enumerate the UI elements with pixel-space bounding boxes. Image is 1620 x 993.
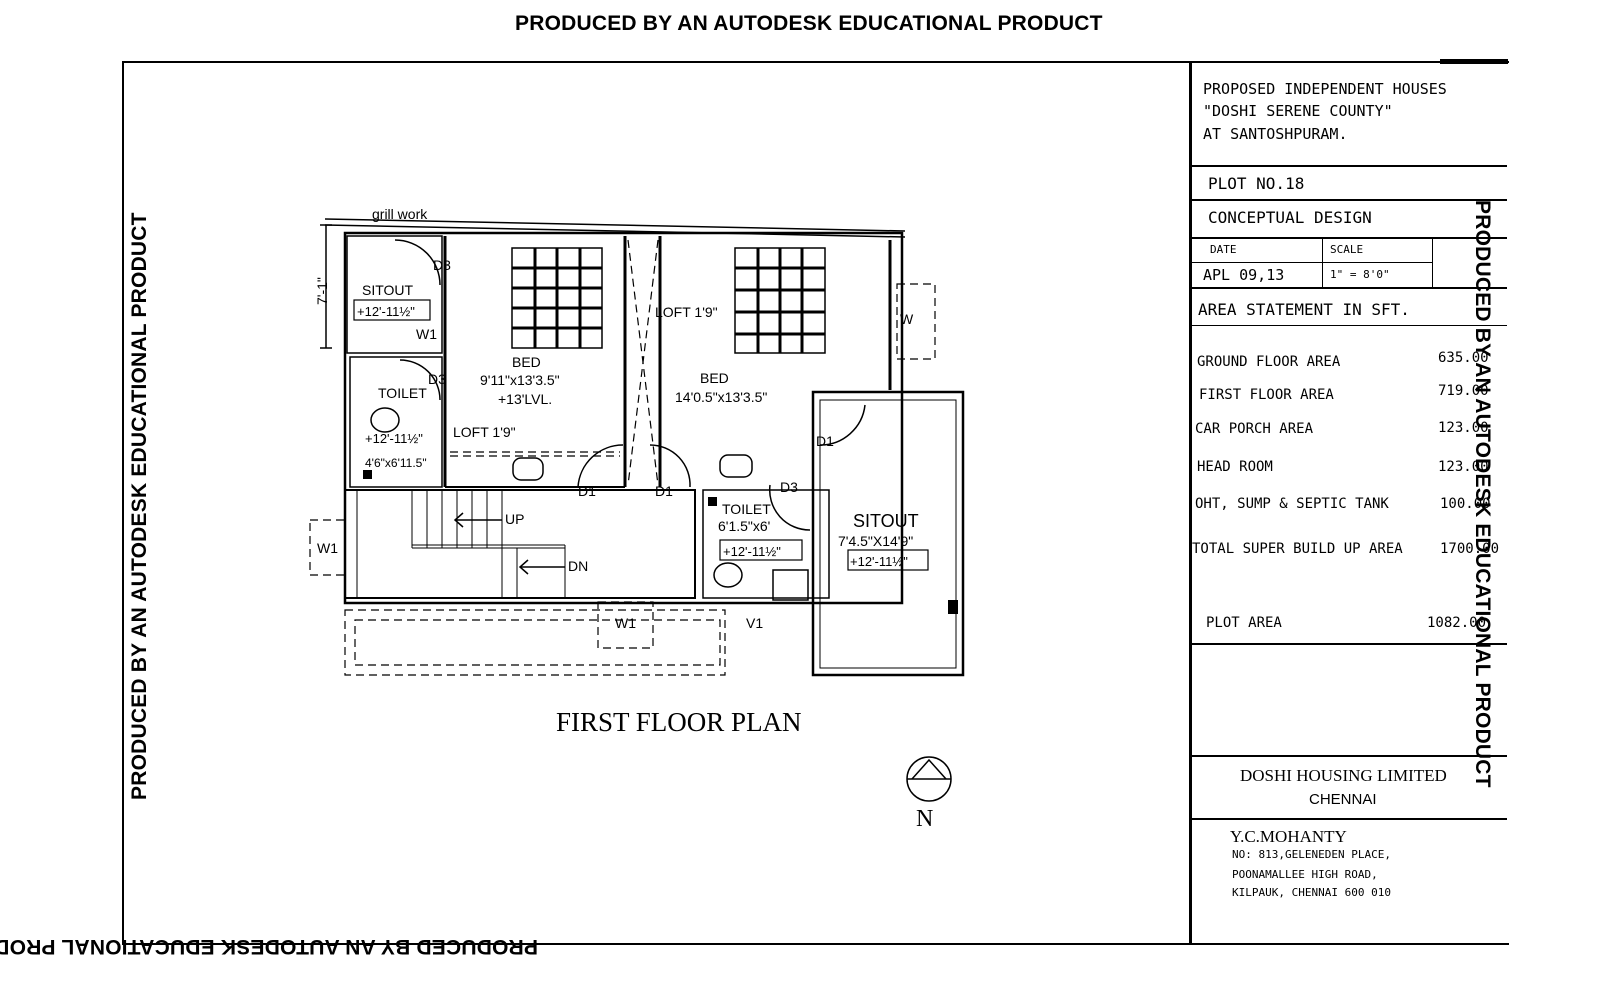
title-block-top-bar [1440, 59, 1508, 64]
label-v1: V1 [746, 615, 763, 631]
label-dimension: 7'-1" [314, 277, 330, 305]
label-w1-b: W1 [317, 540, 338, 556]
label-bed-1-level: +13'LVL. [498, 391, 552, 407]
area-label: HEAD ROOM [1197, 459, 1273, 475]
area-label: TOTAL SUPER BUILD UP AREA [1192, 541, 1403, 557]
area-label: PLOT AREA [1206, 615, 1282, 631]
label-d3-a: D3 [433, 257, 451, 273]
project-line-3: AT SANTOSHPURAM. [1203, 125, 1348, 143]
address-line-1: NO: 813,GELENEDEN PLACE, [1232, 848, 1391, 861]
company-city: CHENNAI [1309, 791, 1377, 808]
label-w: W [900, 311, 914, 327]
scale-label: SCALE [1330, 243, 1364, 256]
label-w1-c: W1 [615, 615, 636, 631]
wc-right-icon [713, 562, 743, 588]
area-label: OHT, SUMP & SEPTIC TANK [1195, 496, 1389, 512]
label-d3-b: D3 [428, 371, 446, 387]
label-toilet-left: TOILET [378, 385, 427, 401]
area-statement-heading: AREA STATEMENT IN SFT. [1198, 300, 1410, 319]
outer-wall [343, 231, 904, 605]
label-loft-1: LOFT 1'9" [453, 424, 516, 440]
label-d1-a: D1 [578, 483, 596, 499]
label-bed-2: BED [700, 370, 729, 386]
toilet-left-room [349, 356, 443, 488]
area-value: 123.00 [1438, 459, 1489, 475]
area-value: 1082.00 [1427, 615, 1487, 631]
date-label: DATE [1210, 243, 1237, 256]
label-toilet-right: TOILET [722, 501, 771, 517]
label-dn: DN [568, 558, 588, 574]
label-bed-2-size: 14'0.5"x13'3.5" [675, 389, 767, 405]
label-d3-c: D3 [780, 479, 798, 495]
label-d1-b: D1 [655, 483, 673, 499]
label-sitout-right-size: 7'4.5"X14'9" [838, 533, 913, 549]
area-value: 719.00 [1438, 383, 1489, 399]
area-label: GROUND FLOOR AREA [1197, 354, 1341, 370]
label-toilet-right-size: 6'1.5"x6' [718, 518, 770, 534]
label-toilet-left-level: +12'-11½" [365, 431, 423, 446]
floor-plan-drawing: grill work 7'-1" SITOUT +12'-11½" TOILET… [309, 206, 965, 832]
toilet-right-room [702, 489, 830, 599]
wc-left-icon [370, 407, 400, 433]
label-loft-2: LOFT 1'9" [655, 304, 718, 320]
label-sitout-left: SITOUT [362, 282, 414, 298]
label-w1-a: W1 [416, 326, 437, 342]
north-label: N [916, 806, 933, 832]
architect-name: Y.C.MOHANTY [1230, 827, 1347, 846]
watermark-top: PRODUCED BY AN AUTODESK EDUCATIONAL PROD… [515, 12, 1103, 35]
plot-number: PLOT NO.18 [1208, 174, 1305, 193]
drawing-frame [122, 61, 1509, 945]
area-value: 100.00 [1440, 496, 1491, 512]
project-line-1: PROPOSED INDEPENDENT HOUSES [1203, 80, 1447, 98]
grill-work-line [324, 218, 906, 232]
label-sitout-left-level: +12'-11½" [357, 304, 415, 319]
sitout-left-room [346, 235, 443, 354]
date-value: APL 09,13 [1203, 266, 1285, 284]
washbasin-icon [512, 457, 544, 481]
label-d1-c: D1 [816, 433, 834, 449]
label-toilet-right-level: +12'-11½" [723, 544, 781, 559]
area-label: CAR PORCH AREA [1195, 421, 1314, 437]
area-label: FIRST FLOOR AREA [1199, 387, 1334, 403]
label-up: UP [505, 511, 524, 527]
label-toilet-left-size: 4'6"x6'11.5" [365, 456, 427, 470]
company-name: DOSHI HOUSING LIMITED [1240, 766, 1447, 785]
scale-value: 1" = 8'0" [1330, 268, 1390, 281]
address-line-3: KILPAUK, CHENNAI 600 010 [1232, 886, 1391, 899]
area-value: 123.00 [1438, 420, 1489, 436]
project-line-2: "DOSHI SERENE COUNTY" [1203, 102, 1393, 120]
area-value: 1700.00 [1440, 541, 1500, 557]
title-block-divider [1189, 63, 1192, 943]
label-sitout-right-level: +12'-11½" [850, 554, 908, 569]
design-stage: CONCEPTUAL DESIGN [1208, 208, 1372, 227]
label-grill-work: grill work [372, 206, 428, 222]
area-value: 635.00 [1438, 350, 1489, 366]
address-line-2: POONAMALLEE HIGH ROAD, [1232, 868, 1378, 881]
plan-title: FIRST FLOOR PLAN [556, 707, 802, 737]
label-bed-1: BED [512, 354, 541, 370]
label-bed-1-size: 9'11"x13'3.5" [480, 372, 560, 388]
sitout-right-room [811, 390, 965, 677]
label-sitout-right: SITOUT [853, 511, 919, 531]
